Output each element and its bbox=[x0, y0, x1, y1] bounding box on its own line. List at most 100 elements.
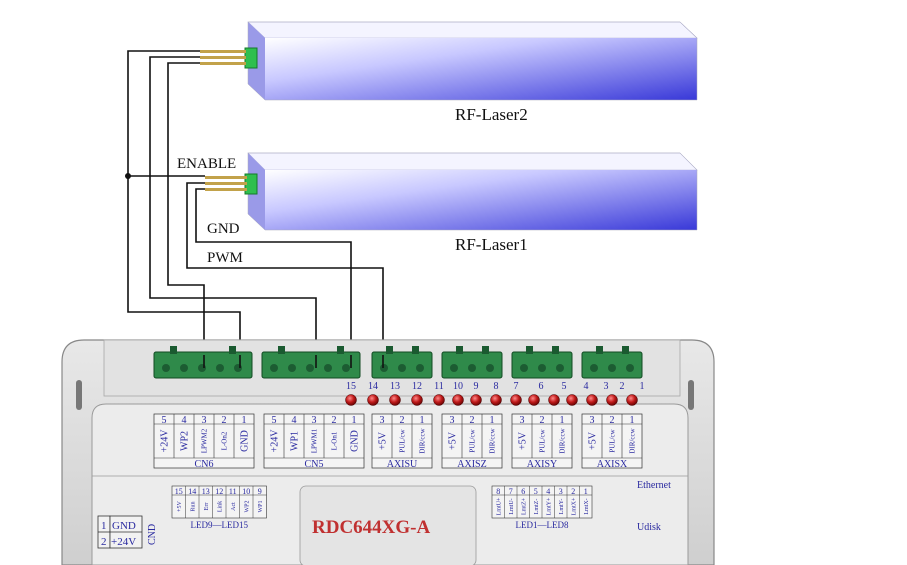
status-led bbox=[490, 394, 502, 406]
terminal-axisz[interactable] bbox=[441, 346, 503, 379]
connector-pin-number: 2 bbox=[470, 415, 475, 426]
terminal-cn5[interactable] bbox=[261, 346, 361, 379]
led-number: 13 bbox=[202, 487, 210, 496]
connector-signal-label: PUL/cw bbox=[398, 428, 406, 452]
connector-pin-number: 5 bbox=[272, 415, 277, 426]
led-name: +5V bbox=[177, 500, 183, 511]
pin-number: 7 bbox=[514, 381, 519, 392]
led-number: 11 bbox=[229, 487, 237, 496]
power-pin-1: 1 bbox=[101, 520, 107, 532]
led-name: WP2 bbox=[244, 501, 250, 513]
connector-pin-number: 3 bbox=[202, 415, 207, 426]
connector-name: CN5 bbox=[305, 459, 324, 470]
led-group-label: LED1—LED8 bbox=[516, 520, 569, 530]
enable-label: ENABLE bbox=[177, 156, 236, 172]
status-led bbox=[626, 394, 638, 406]
led-name: Link bbox=[217, 501, 223, 512]
status-led bbox=[548, 394, 560, 406]
gnd-label: GND bbox=[207, 221, 240, 237]
connector-pin-number: 3 bbox=[312, 415, 317, 426]
ethernet-label: Ethernet bbox=[637, 480, 671, 491]
connector-pin-number: 1 bbox=[242, 415, 247, 426]
status-led bbox=[411, 394, 423, 406]
connector-signal-label: GND bbox=[240, 430, 251, 452]
connector-pin-number: 1 bbox=[560, 415, 565, 426]
power-cnd-label: CND bbox=[147, 524, 158, 545]
laser-2: RF-Laser2 bbox=[200, 21, 698, 124]
status-led bbox=[345, 394, 357, 406]
connector-signal-label: L-On2 bbox=[220, 431, 228, 450]
enable-junction bbox=[125, 173, 131, 179]
connector-pin-number: 2 bbox=[222, 415, 227, 426]
udisk-label: Udisk bbox=[637, 522, 661, 533]
pin-number: 14 bbox=[368, 381, 378, 392]
connector-signal-label: LPWM1 bbox=[310, 428, 318, 453]
led-number: 5 bbox=[534, 487, 538, 496]
connector-signal-label: GND bbox=[350, 430, 361, 452]
connector-signal-label: +24V bbox=[160, 429, 171, 453]
laser-2-label: RF-Laser2 bbox=[455, 105, 528, 124]
connector-pin-number: 2 bbox=[540, 415, 545, 426]
connector-pin-number: 4 bbox=[182, 415, 187, 426]
connector-name: AXISX bbox=[597, 459, 628, 470]
connector-signal-label: +5V bbox=[518, 431, 529, 450]
connector-signal-label: WP2 bbox=[180, 431, 191, 451]
status-led bbox=[433, 394, 445, 406]
connector-signal-label: DIR/ccw bbox=[628, 427, 636, 453]
led-name: LmtX- bbox=[584, 498, 590, 514]
connector-signal-label: DIR/ccw bbox=[418, 427, 426, 453]
pin-number: 2 bbox=[620, 381, 625, 392]
pin-number: 12 bbox=[412, 381, 422, 392]
led-number: 2 bbox=[571, 487, 575, 496]
connector-signal-label: +24V bbox=[270, 429, 281, 453]
terminal-axisu[interactable] bbox=[371, 346, 433, 379]
status-led bbox=[528, 394, 540, 406]
connector-pin-number: 3 bbox=[590, 415, 595, 426]
led-name: WP1 bbox=[258, 501, 264, 513]
status-led bbox=[389, 394, 401, 406]
status-led bbox=[367, 394, 379, 406]
terminal-blocks bbox=[153, 346, 643, 379]
led-name: Run bbox=[190, 501, 196, 511]
connector-pin-number: 3 bbox=[380, 415, 385, 426]
led9-15-table: 15+5V14Run13Err12Link11Act10WP29WP1LED9—… bbox=[171, 485, 267, 530]
laser-1-label: RF-Laser1 bbox=[455, 235, 528, 254]
led-number: 6 bbox=[521, 487, 525, 496]
connector-signal-label: LPWM2 bbox=[200, 428, 208, 453]
connector-label-tables: 5+24V4WP23LPWM22L-On21GNDCN65+24V4WP13LP… bbox=[153, 413, 643, 470]
connector-pin-number: 1 bbox=[352, 415, 357, 426]
wire-terminations bbox=[203, 355, 384, 368]
pin-number: 4 bbox=[584, 381, 589, 392]
led-name: LmtZ- bbox=[534, 499, 540, 515]
connector-name: AXISZ bbox=[457, 459, 486, 470]
connector-signal-label: DIR/ccw bbox=[558, 427, 566, 453]
led-name: Err bbox=[204, 503, 210, 511]
led-name: LmtY- bbox=[559, 499, 565, 515]
connector-pin-number: 1 bbox=[420, 415, 425, 426]
led-number: 15 bbox=[175, 487, 183, 496]
status-led bbox=[510, 394, 522, 406]
led-number: 10 bbox=[242, 487, 250, 496]
laser-2-pins bbox=[200, 50, 246, 65]
connector-pin-number: 3 bbox=[520, 415, 525, 426]
led-name: LmtU- bbox=[509, 498, 515, 514]
terminal-axisx[interactable] bbox=[581, 346, 643, 379]
terminal-axisy[interactable] bbox=[511, 346, 573, 379]
pin-number: 13 bbox=[390, 381, 400, 392]
status-led bbox=[586, 394, 598, 406]
led-number: 9 bbox=[258, 487, 262, 496]
connector-name: AXISU bbox=[387, 459, 418, 470]
status-led bbox=[606, 394, 618, 406]
left-mount-slot bbox=[76, 380, 82, 410]
connector-signal-label: PUL/cw bbox=[468, 428, 476, 452]
pin-number: 1 bbox=[640, 381, 645, 392]
connector-signal-label: +5V bbox=[588, 431, 599, 450]
status-led bbox=[566, 394, 578, 406]
connector-signal-label: L-On1 bbox=[330, 431, 338, 450]
